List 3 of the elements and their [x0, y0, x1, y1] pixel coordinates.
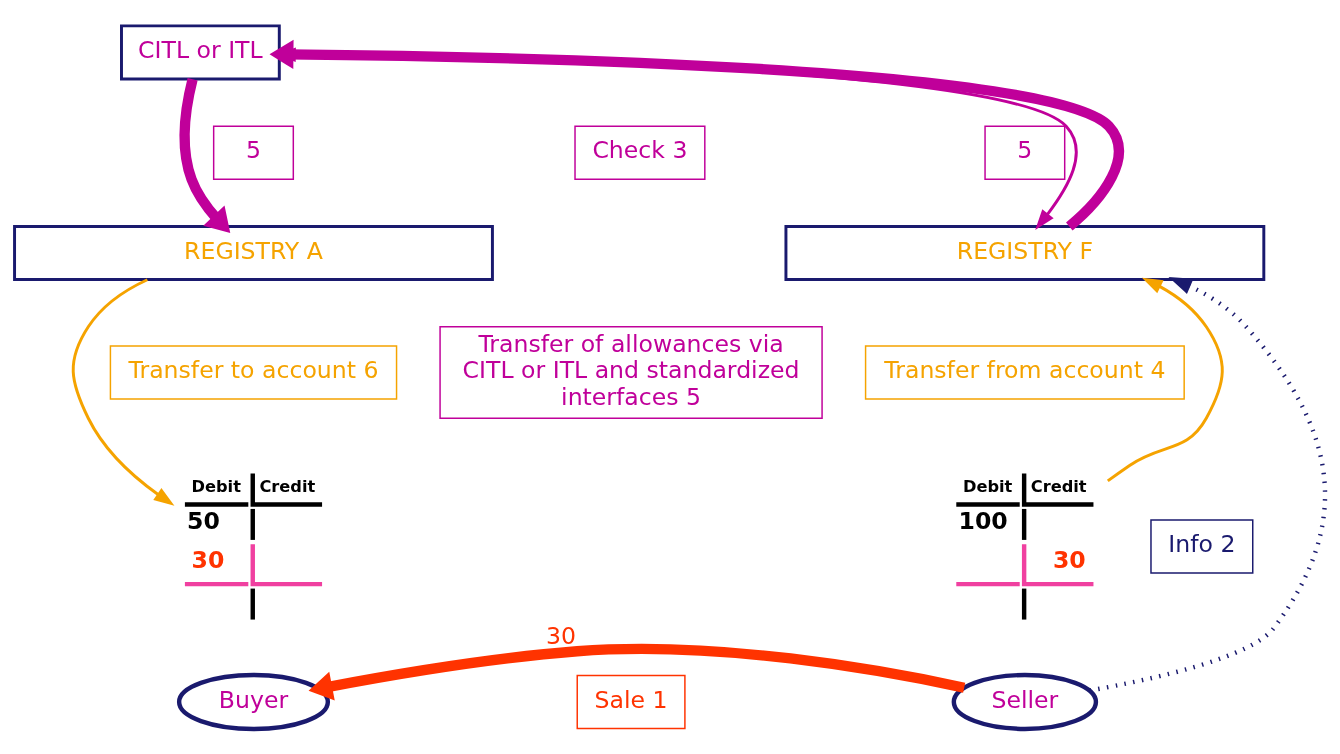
edge-label: 30 [545, 621, 576, 650]
node-text: Debit Credit 50 30 [187, 476, 316, 574]
node-text: Debit Credit 100 30 [958, 476, 1087, 574]
